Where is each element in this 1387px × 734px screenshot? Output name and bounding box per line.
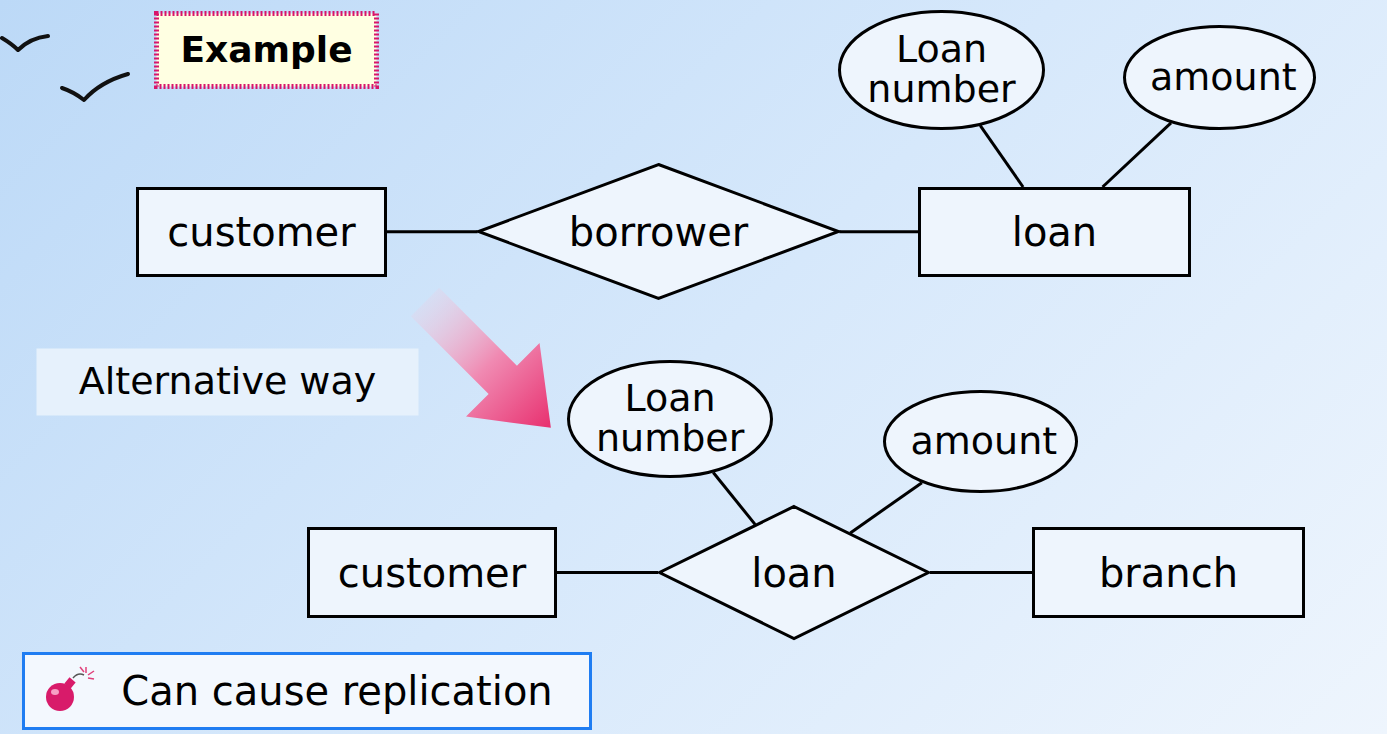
- node-label: loan: [751, 552, 836, 594]
- attribute-ellipse: amount: [883, 390, 1078, 493]
- node-label: Loan number: [867, 30, 1016, 110]
- warning-box: Can cause replication: [22, 652, 592, 730]
- connector-line: [850, 483, 922, 533]
- entity-box: customer: [136, 187, 387, 277]
- relationship-diamond: borrower: [477, 163, 840, 300]
- attribute-ellipse: Loan number: [838, 10, 1045, 130]
- connector-line: [1103, 123, 1171, 187]
- node-label: Alternative way: [79, 362, 376, 402]
- node-label: borrower: [569, 211, 748, 253]
- connector-line: [713, 473, 755, 525]
- note-band: Alternative way: [35, 347, 420, 417]
- attribute-ellipse: Loan number: [567, 360, 773, 478]
- node-label: Loan number: [596, 379, 744, 459]
- node-label: branch: [1099, 552, 1238, 594]
- entity-box: customer: [307, 527, 557, 618]
- attribute-ellipse: amount: [1123, 25, 1316, 130]
- connector-line: [387, 230, 478, 233]
- node-label: Example: [180, 31, 352, 69]
- example-tag: Example: [155, 12, 378, 88]
- node-label: Can cause replication: [121, 670, 552, 712]
- connector-line: [557, 571, 658, 574]
- connector-line: [930, 571, 1032, 574]
- node-label: customer: [167, 211, 355, 253]
- entity-box: loan: [918, 187, 1191, 277]
- connector-line: [980, 126, 1023, 187]
- node-label: loan: [1012, 211, 1097, 253]
- entity-box: branch: [1032, 527, 1305, 618]
- bomb-icon: [46, 667, 94, 711]
- bird-mark: [2, 36, 128, 100]
- relationship-diamond: loan: [658, 505, 930, 640]
- node-label: amount: [911, 422, 1051, 462]
- node-label: customer: [338, 552, 526, 594]
- connector-line: [839, 230, 918, 233]
- node-label: amount: [1150, 58, 1289, 98]
